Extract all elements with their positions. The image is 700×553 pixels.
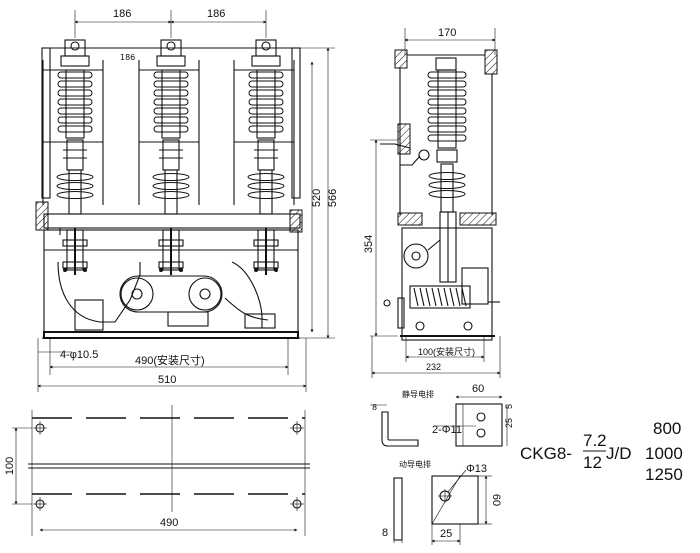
- mount-hole: [33, 421, 47, 435]
- dim-pole-pitch-left: 186: [113, 8, 131, 20]
- coil-turn: [437, 287, 443, 307]
- side-shed: [427, 80, 467, 88]
- moving-height: 60: [490, 494, 502, 506]
- static-edge: 5: [504, 404, 514, 409]
- side-lower-shed: [428, 172, 466, 180]
- coil-turn: [455, 287, 461, 307]
- coil-turn: [431, 287, 437, 307]
- side-shed: [427, 98, 467, 106]
- model-suffix: J/D: [606, 444, 632, 463]
- insulator-pole: [233, 39, 295, 275]
- coil-turn: [413, 287, 419, 307]
- dim-height-outer: 566: [327, 189, 339, 207]
- side-coil: [413, 287, 467, 307]
- coil-turn: [425, 287, 431, 307]
- side-insulator: [427, 69, 467, 149]
- moving-busbar-title: 动导电排: [399, 459, 431, 469]
- dim-depth-top: 170: [438, 27, 456, 39]
- side-shed: [427, 125, 467, 133]
- mount-hole: [290, 421, 304, 435]
- static-hole-pitch: 25: [504, 418, 514, 428]
- side-shed: [427, 107, 467, 115]
- dim-overall-depth: 232: [426, 362, 441, 372]
- coil-turn: [449, 287, 455, 307]
- dim-side-height: 354: [363, 235, 375, 253]
- side-shed: [427, 134, 467, 142]
- front-view: 186 186 186 5: [35, 8, 339, 392]
- model-prefix: CKG8-: [520, 444, 572, 463]
- dim-plan-depth: 100: [4, 457, 16, 475]
- dim-plan-width: 490: [160, 517, 178, 529]
- moving-thickness: 8: [382, 527, 388, 539]
- side-shed: [427, 71, 467, 79]
- mount-hole: [290, 497, 304, 511]
- moving-busbar-detail: 动导电排 8 Φ13 60 25: [382, 459, 502, 545]
- dim-mount-width: 490(安装尺寸): [135, 353, 205, 367]
- model-current-1250: 1250: [645, 465, 683, 484]
- dim-mount-holes: 4-φ10.5: [60, 349, 98, 361]
- moving-offset: 25: [440, 528, 452, 540]
- insulator-pole: [138, 39, 200, 275]
- side-shed: [427, 116, 467, 124]
- dim-pole-pitch-right: 186: [207, 8, 225, 20]
- coil-turn: [461, 287, 467, 307]
- dim-mount-depth: 100(安装尺寸): [418, 346, 475, 357]
- insulator-pole: [42, 39, 104, 275]
- mount-hole: [33, 497, 47, 511]
- side-lower-insulator: [428, 163, 466, 213]
- static-thickness: 8: [372, 403, 377, 412]
- dim-height-inner: 520: [311, 189, 323, 207]
- moving-hole: Φ13: [466, 463, 487, 475]
- model-voltage-top: 7.2: [583, 431, 607, 450]
- coil-turn: [419, 287, 425, 307]
- dim-faint-label: 186: [120, 53, 135, 62]
- mounting-plan: 100 490: [4, 405, 310, 536]
- coil-turn: [443, 287, 449, 307]
- side-view: 170: [363, 27, 501, 378]
- dim-overall-width: 510: [158, 374, 176, 386]
- model-designation: CKG8- 7.2 12 J/D 800 1000 1250: [520, 419, 683, 484]
- side-shed: [427, 89, 467, 97]
- model-current-1000: 1000: [645, 444, 683, 463]
- static-busbar-detail: 静导电排 8 60 2-Φ11 25 5: [370, 383, 514, 447]
- model-current-800: 800: [653, 419, 681, 438]
- side-lower-shed: [428, 181, 466, 189]
- side-lower-shed: [428, 190, 466, 198]
- pole-group: [42, 39, 295, 275]
- static-holes: 2-Φ11: [432, 424, 462, 436]
- static-busbar-title: 静导电排: [402, 389, 434, 399]
- static-width: 60: [472, 383, 484, 395]
- model-voltage-bottom: 12: [583, 453, 602, 472]
